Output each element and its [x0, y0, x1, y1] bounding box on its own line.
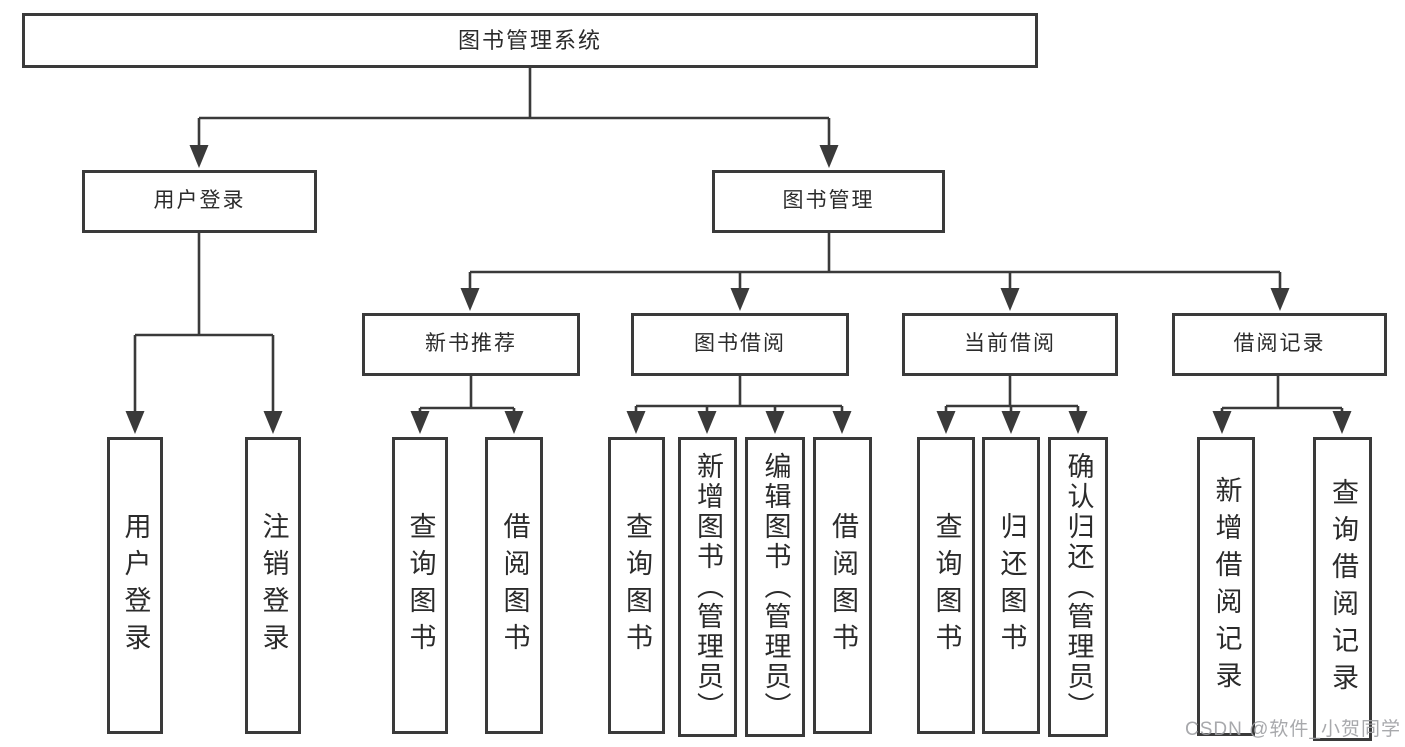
- leaf-query-borrow-record: 查询借阅记录: [1313, 437, 1372, 741]
- node-borrowing-records: 借阅记录: [1172, 313, 1387, 376]
- leaf-query-books: 查询图书: [917, 437, 975, 734]
- connector-current-borrow-children: [936, 376, 1088, 434]
- arrowhead: [410, 411, 430, 434]
- arrowhead: [504, 411, 524, 434]
- arrowhead: [697, 411, 717, 434]
- node-book-borrowing: 图书借阅: [631, 313, 849, 376]
- leaf-query-books: 查询图书: [608, 437, 665, 734]
- arrowhead: [730, 288, 750, 311]
- arrowhead: [1270, 288, 1290, 311]
- arrowhead: [125, 411, 145, 434]
- arrowhead: [936, 411, 956, 434]
- arrowhead: [263, 411, 283, 434]
- arrowhead: [460, 288, 480, 311]
- leaf-user-login: 用户登录: [107, 437, 163, 734]
- connector-user-login-children: [125, 233, 283, 434]
- leaf-query-books: 查询图书: [392, 437, 448, 734]
- leaf-borrow-books: 借阅图书: [813, 437, 872, 734]
- arrowhead: [626, 411, 646, 434]
- node-book-management: 图书管理: [712, 170, 945, 233]
- leaf-logout: 注销登录: [245, 437, 301, 734]
- csdn-watermark: CSDN @软件_小贺同学: [1185, 719, 1401, 740]
- arrowhead: [1000, 288, 1020, 311]
- arrowhead: [765, 411, 785, 434]
- leaf-add-borrow-record: 新增借阅记录: [1197, 437, 1255, 736]
- connector-borrow-records-children: [1212, 376, 1352, 434]
- node-user-login: 用户登录: [82, 170, 317, 233]
- connector-new-book-children: [410, 376, 524, 434]
- arrowhead: [1068, 411, 1088, 434]
- arrowhead: [189, 145, 209, 168]
- connector-book-borrow-children: [626, 376, 852, 434]
- leaf-confirm-return-admin: 确认归还（管理员）: [1048, 437, 1108, 737]
- node-current-borrowing: 当前借阅: [902, 313, 1118, 376]
- leaf-edit-books-admin: 编辑图书（管理员）: [745, 437, 805, 737]
- leaf-borrow-books: 借阅图书: [485, 437, 543, 734]
- leaf-return-books: 归还图书: [982, 437, 1040, 734]
- node-root-system: 图书管理系统: [22, 13, 1038, 68]
- leaf-add-books-admin: 新增图书（管理员）: [678, 437, 737, 737]
- arrowhead: [832, 411, 852, 434]
- arrowhead: [819, 145, 839, 168]
- connector-root-to-level2: [189, 68, 839, 168]
- connector-book-mgmt-children: [460, 233, 1290, 311]
- arrowhead: [1332, 411, 1352, 434]
- arrowhead: [1001, 411, 1021, 434]
- arrowhead: [1212, 411, 1232, 434]
- node-new-book-recommendation: 新书推荐: [362, 313, 580, 376]
